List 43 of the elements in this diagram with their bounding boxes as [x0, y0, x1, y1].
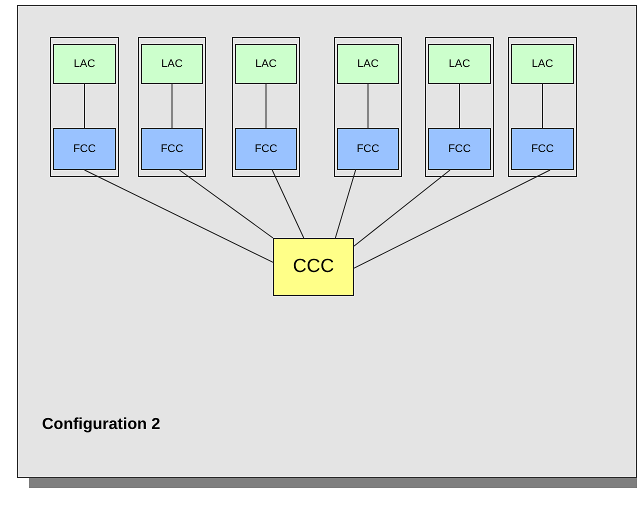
connector-line — [354, 170, 451, 247]
node-label: FCC — [356, 143, 380, 155]
unit-frame — [508, 37, 577, 177]
fcc-box — [428, 128, 491, 170]
node-label: FCC — [160, 143, 184, 155]
ccc-box — [273, 238, 354, 296]
fcc-box — [141, 128, 203, 170]
connector-line — [334, 170, 356, 238]
fcc-box — [511, 128, 574, 170]
unit-frame — [334, 37, 402, 177]
fcc-box — [337, 128, 399, 170]
node-label: FCC — [254, 143, 278, 155]
unit-frame — [232, 37, 300, 177]
node-label: FCC — [448, 143, 471, 155]
lac-box — [141, 44, 203, 84]
node-label: LAC — [357, 58, 379, 70]
node-label: LAC — [161, 58, 183, 70]
lac-box — [53, 44, 116, 84]
node-label: FCC — [73, 143, 96, 155]
lac-box — [337, 44, 399, 84]
connector-line — [459, 84, 460, 128]
node-label: CCC — [292, 256, 334, 278]
connector-line — [84, 84, 85, 128]
node-label: LAC — [532, 58, 554, 70]
connector-line — [84, 170, 274, 263]
unit-frame — [425, 37, 494, 177]
node-label: LAC — [74, 58, 96, 70]
lac-box — [235, 44, 297, 84]
connector-line — [542, 84, 543, 128]
unit-frame — [138, 37, 206, 177]
diagram-panel — [17, 5, 637, 478]
node-label: Configuration 2 — [42, 416, 160, 434]
lac-box — [428, 44, 491, 84]
lac-box — [511, 44, 574, 84]
fcc-box — [53, 128, 116, 170]
unit-frame — [50, 37, 119, 177]
node-label: LAC — [255, 58, 277, 70]
connector-line — [272, 170, 304, 238]
node-label: FCC — [531, 143, 554, 155]
connector-line — [354, 170, 551, 269]
node-label: LAC — [448, 58, 470, 70]
connector-line — [178, 170, 274, 238]
fcc-box — [235, 128, 297, 170]
